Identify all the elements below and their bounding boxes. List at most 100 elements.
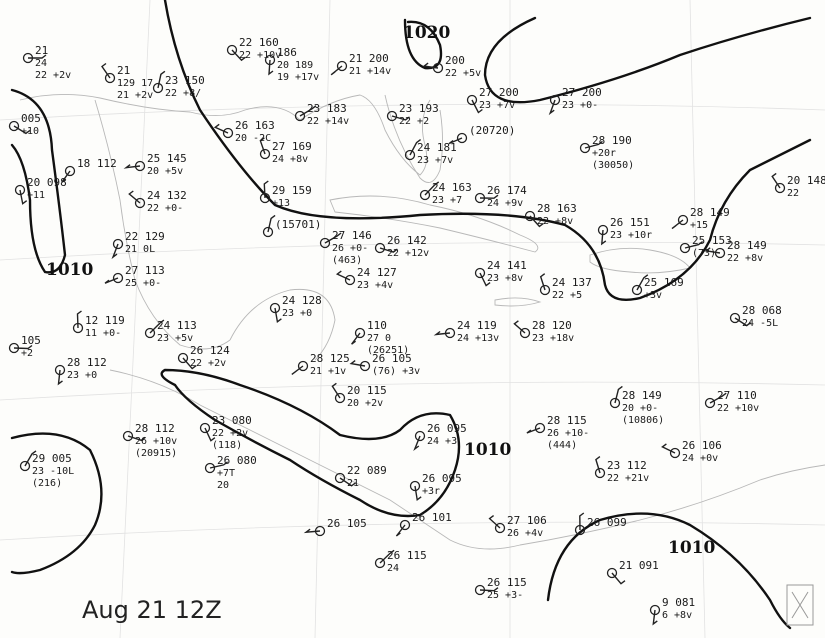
station-circle-icon xyxy=(774,182,786,194)
station-plot: 21 091 xyxy=(606,559,659,585)
station-circle-icon xyxy=(199,422,211,434)
station-value: 21 091 xyxy=(619,559,659,572)
station-circle-icon xyxy=(494,522,506,534)
station-value: 24 127 xyxy=(357,266,397,279)
wind-barb-icon xyxy=(299,105,317,117)
wind-barb-icon xyxy=(636,274,649,291)
station-value: 24 132 xyxy=(147,189,187,202)
coastlines xyxy=(19,94,825,550)
wind-barb-icon xyxy=(652,609,658,626)
wind-barb-icon xyxy=(600,229,607,246)
station-circle-icon xyxy=(374,242,386,254)
station-value: 6 +8v xyxy=(662,610,692,621)
wind-barb-icon xyxy=(391,115,410,121)
station-value: 25 +0- xyxy=(125,278,161,289)
station-value: 23 +7v xyxy=(479,100,515,111)
station-value: 27 200 xyxy=(562,86,602,99)
wind-barb-icon xyxy=(611,572,626,585)
station-circle-icon xyxy=(122,430,134,442)
map-caption: Aug 21 12Z xyxy=(82,596,222,624)
wind-barb-icon xyxy=(209,461,229,469)
station-value: 26 +4v xyxy=(507,528,543,539)
station-value: 23 193 xyxy=(399,102,439,115)
station-value: 21 xyxy=(35,44,48,57)
station-circle-icon xyxy=(606,567,618,579)
station-value: 28 112 xyxy=(135,422,175,435)
station-circle-icon xyxy=(631,284,643,296)
station-value: 129 17 xyxy=(117,78,153,89)
wind-barb-icon xyxy=(433,330,451,336)
station-value: 22 +5v xyxy=(445,68,481,79)
wind-barb-icon xyxy=(526,427,541,434)
station-circle-icon xyxy=(334,472,346,484)
station-value: 20 148 xyxy=(787,174,825,187)
station-circle-icon xyxy=(524,210,536,222)
station-value: 23 +10r xyxy=(610,230,652,241)
station-value: 22 +2 xyxy=(399,116,429,127)
wind-barb-icon xyxy=(13,125,31,135)
wind-barb-icon xyxy=(111,243,119,260)
hispaniola xyxy=(589,247,691,274)
station-value: 26 115 xyxy=(387,549,427,562)
station-plot: 28 190+20r(30050) xyxy=(579,134,634,171)
station-value: 26 +10- xyxy=(547,428,589,439)
station-value: 200 xyxy=(445,54,465,67)
station-value: 26 095 xyxy=(422,472,462,485)
station-circle-icon xyxy=(669,447,681,459)
station-value: 27 0 xyxy=(367,333,391,344)
station-value: 23 +0 xyxy=(67,370,97,381)
station-value: +15 xyxy=(690,220,708,231)
station-value: 22 xyxy=(787,188,799,199)
station-circle-icon xyxy=(399,519,411,531)
station-plot: 18 112 xyxy=(61,157,117,183)
station-value: +7T xyxy=(217,468,235,479)
station-value: 22 +14v xyxy=(307,116,349,127)
station-value: 26 105 xyxy=(372,352,412,365)
station-value: 26 080 xyxy=(217,454,257,467)
wind-barb-icon xyxy=(339,477,357,487)
wind-barb-icon xyxy=(303,528,321,534)
station-value: 26 163 xyxy=(235,119,275,132)
station-circle-icon xyxy=(609,397,621,409)
wind-barb-icon xyxy=(539,273,546,291)
station-value: 24 xyxy=(35,58,47,69)
station-value: 25 +3- xyxy=(487,590,523,601)
south-america xyxy=(519,464,825,546)
wind-barb-icon xyxy=(414,485,422,502)
isobar-label-1010-southeast: 1010 xyxy=(668,538,715,558)
station-value: 22 +2v xyxy=(190,358,226,369)
station-value: 22 +10v xyxy=(717,403,759,414)
wind-barb-icon xyxy=(19,189,28,205)
station-value: 186 xyxy=(277,46,297,59)
wind-barb-icon xyxy=(263,180,269,199)
station-value: 26 095 xyxy=(427,422,467,435)
station-value: 28 149 xyxy=(690,206,730,219)
station-value: 28 115 xyxy=(547,414,587,427)
station-value: 27 146 xyxy=(332,229,372,242)
station-value: 25 169 xyxy=(644,276,684,289)
wind-barb-icon xyxy=(101,62,111,79)
wind-barb-icon xyxy=(488,515,501,529)
station-value: 22 129 xyxy=(125,230,165,243)
station-circle-icon xyxy=(419,189,431,201)
wind-barb-icon xyxy=(149,319,165,334)
wind-barb-icon xyxy=(379,247,398,253)
wind-barb-icon xyxy=(448,137,463,145)
station-value: (73) xyxy=(692,248,716,259)
wind-barb-icon xyxy=(61,170,71,183)
yucatan xyxy=(229,288,336,361)
station-circle-icon xyxy=(144,327,156,339)
wind-barb-icon xyxy=(182,357,197,370)
